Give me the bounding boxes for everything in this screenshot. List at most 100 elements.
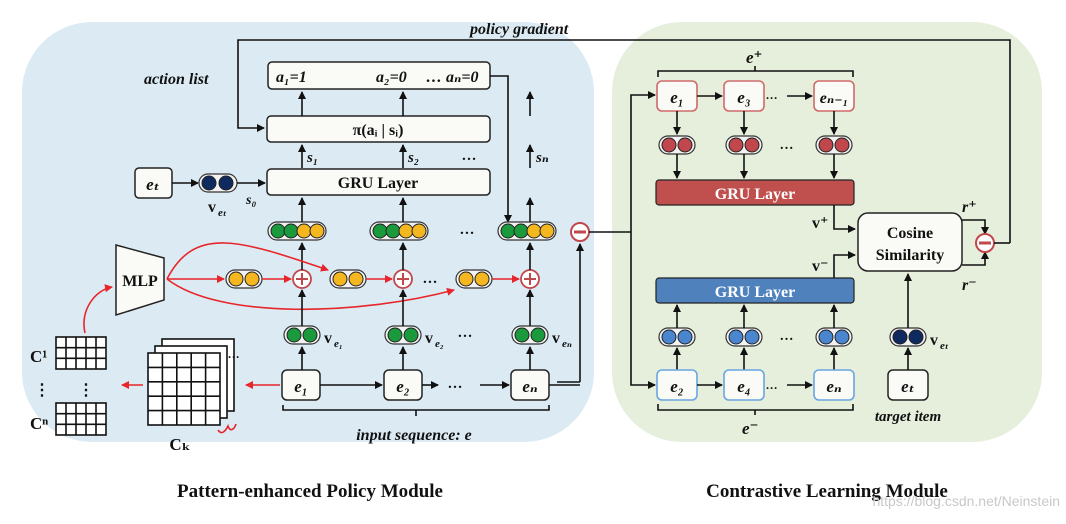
r-plus-line [962, 219, 989, 235]
input-node-1-label: e₁ [294, 377, 307, 396]
item-embedding-2 [384, 325, 422, 345]
pos-seq-ellipsis: … [766, 88, 778, 102]
pattern-vector-n [455, 269, 493, 289]
v-et-label-contrastive: v [930, 332, 938, 349]
v-en-label: v [552, 330, 560, 347]
gru-layer-negative-label: GRU Layer [715, 284, 795, 301]
pos-embedding-ellipsis: … [780, 138, 794, 153]
state-n: sₙ [535, 150, 549, 166]
pos-embeddings [658, 111, 853, 179]
plus-circle-n [520, 269, 540, 289]
neg-embeddings [658, 304, 853, 370]
target-node-policy-label: eₜ [146, 175, 160, 194]
c-vertical-ellipsis-2: ⋮ [78, 382, 94, 399]
gru-layer-policy-label: GRU Layer [338, 175, 418, 192]
cn-label: Cⁿ [30, 414, 48, 433]
neg-node-1-label: e₂ [670, 377, 684, 396]
contrastive-module-bg [612, 22, 1042, 442]
gru-layer-positive [655, 179, 855, 206]
neg-node-2 [723, 369, 765, 401]
concat-vector-n [497, 221, 557, 241]
cosine-similarity-box [857, 212, 963, 272]
concat-vector-1 [267, 221, 327, 241]
input-ellipsis: … [448, 376, 463, 392]
neg-embedding-ellipsis: … [780, 329, 794, 344]
action-list-label: action list [144, 71, 209, 88]
ck-label: Cₖ [169, 435, 190, 454]
minus-circle-policy [570, 222, 590, 242]
mlp-label: MLP [122, 273, 158, 290]
concat-to-gru-arrows [298, 197, 534, 222]
input-to-embedding-arrows [298, 346, 580, 389]
r-plus-label: r⁺ [962, 199, 977, 216]
state-1: s₁ [306, 150, 318, 166]
gru-layer-policy [266, 168, 491, 196]
neg-node-n [813, 369, 855, 401]
v-et-label-policy: v [208, 199, 216, 216]
negative-seq-brace [657, 404, 854, 415]
state-arrows [298, 144, 534, 168]
policy-function-box [266, 115, 491, 143]
plus-circle-2 [393, 269, 413, 289]
negative-seq-label: e⁻ [742, 419, 759, 438]
target-item-label: target item [875, 409, 941, 425]
r-minus-line [962, 251, 989, 266]
plus-circle-1 [292, 269, 312, 289]
cn-matrix [55, 402, 107, 436]
c1-label: C¹ [30, 347, 47, 366]
v-en-sub: eₙ [562, 338, 572, 350]
neg-node-2-label: e₄ [737, 377, 750, 396]
input-node-2-label: e₂ [396, 377, 410, 396]
plus-to-concat-arrows [298, 242, 534, 270]
cosine-label-1: Cosine [887, 225, 933, 242]
v-plus-label: v⁺ [812, 215, 828, 232]
action-n: aₙ=0 [446, 69, 478, 86]
to-positive-seq-line [630, 91, 656, 232]
c1-matrix [55, 336, 107, 370]
pattern-ellipsis: … [423, 271, 438, 287]
ck-red-squiggle [217, 423, 237, 434]
contrastive-module-title: Contrastive Learning Module [706, 481, 948, 502]
v-e2-sub: e₂ [435, 338, 444, 350]
state-ellipsis: … [462, 148, 477, 164]
neg-node-n-label: eₙ [826, 377, 842, 396]
cosine-label-2: Similarity [876, 247, 944, 264]
v-e1-sub: e₁ [334, 338, 343, 350]
positive-seq-brace [657, 66, 854, 77]
v-et-sub-policy: eₜ [218, 207, 227, 219]
input-sequence-label: input sequence: e [356, 427, 472, 444]
concat-ellipsis: … [460, 222, 475, 238]
policy-module-title: Pattern-enhanced Policy Module [177, 481, 443, 502]
policy-gradient-label: policy gradient [468, 21, 569, 38]
input-sequence-brace [282, 405, 550, 416]
policy-to-action-arrows [298, 91, 534, 116]
state-0: s₀ [245, 193, 256, 208]
v-minus-line [833, 251, 856, 278]
mlp-block [115, 244, 165, 317]
v-minus-label: v⁻ [812, 258, 828, 275]
gru-layer-negative [655, 277, 855, 304]
action-2: a₂=0 [376, 69, 407, 86]
input-node-n-label: eₙ [522, 377, 538, 396]
item-embedding-1 [283, 325, 321, 345]
policy-gradient-line [237, 39, 1011, 243]
r-minus-label: r⁻ [962, 277, 977, 294]
pos-node-2-label: e₃ [737, 88, 751, 107]
gru-layer-positive-label: GRU Layer [715, 186, 795, 203]
policy-function-label: π(aᵢ | sᵢ) [353, 122, 404, 139]
minus-circle-contrastive [975, 233, 995, 253]
v-plus-line [833, 205, 856, 233]
v-et-embedding-contrastive [889, 273, 927, 370]
embedding-to-plus-arrows [298, 289, 534, 326]
action-ellipsis: … [426, 69, 442, 86]
v-et-sub-contrastive: eₜ [940, 340, 949, 352]
item-embedding-n [511, 325, 549, 345]
embedding-ellipsis: … [458, 325, 473, 341]
target-node-contrastive-label: eₜ [901, 377, 915, 396]
watermark: https://blog.csdn.net/Neinstein [872, 493, 1060, 509]
v-e1-label: v [324, 330, 332, 347]
neg-seq-ellipsis: … [766, 378, 778, 392]
v-et-embedding-policy [198, 173, 238, 193]
state-2: s₂ [407, 150, 419, 166]
